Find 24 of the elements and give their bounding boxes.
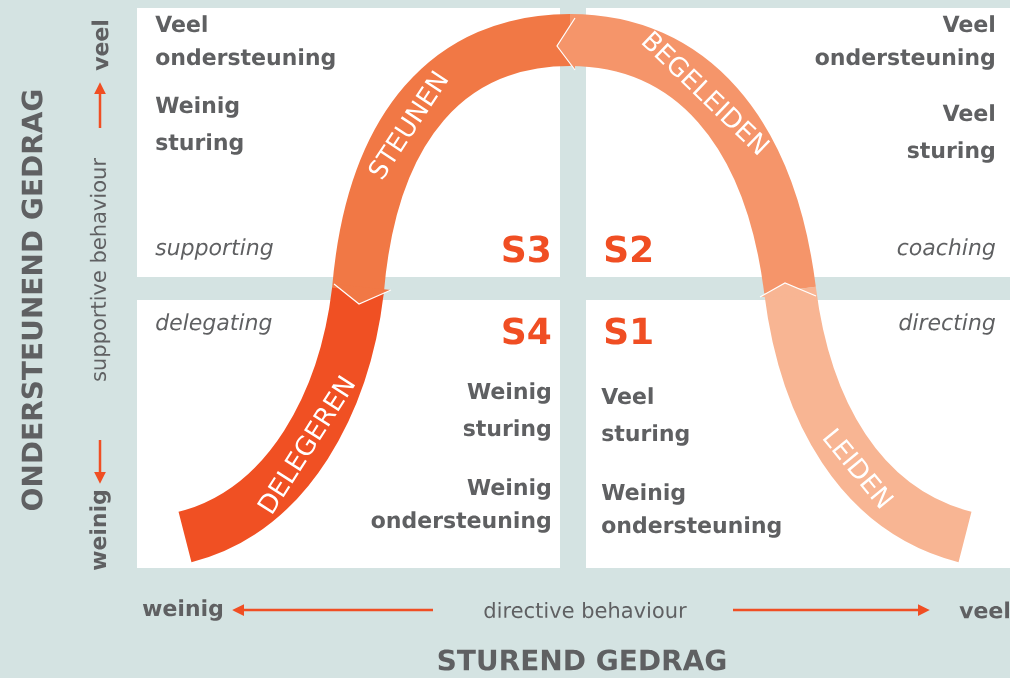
style-label: directing xyxy=(899,313,995,335)
style-label: supporting xyxy=(155,238,273,260)
style-code: S1 xyxy=(605,317,652,345)
panel-text: Weinig ondersteuning xyxy=(601,483,781,538)
panel-text: Veel sturing xyxy=(601,387,689,446)
style-label: delegating xyxy=(156,313,272,335)
panel-text: Weinig ondersteuning xyxy=(371,478,550,533)
panel-text: Weinig sturing xyxy=(155,96,243,155)
axis-title: ONDERSTEUNEND GEDRAG xyxy=(21,90,43,511)
panel-text: Veel ondersteuning xyxy=(155,15,335,70)
axis-end-label: weinig xyxy=(142,599,223,621)
axis-end-label: weinig xyxy=(89,491,111,571)
panel-text: Weinig sturing xyxy=(463,382,550,441)
axis-title: STUREND GEDRAG xyxy=(438,649,726,671)
style-code: S4 xyxy=(503,317,551,345)
style-code: S2 xyxy=(605,235,652,263)
axis-end-label: veel xyxy=(959,601,1009,619)
axis-label: supportive behaviour xyxy=(89,158,111,381)
style-code: S3 xyxy=(503,235,549,263)
style-label: coaching xyxy=(897,238,995,260)
axis-label: directive behaviour xyxy=(484,601,687,619)
panel-text: Veel ondersteuning xyxy=(815,15,994,70)
axis-end-label: veel xyxy=(91,21,109,71)
panel-text: Veel sturing xyxy=(907,104,994,163)
